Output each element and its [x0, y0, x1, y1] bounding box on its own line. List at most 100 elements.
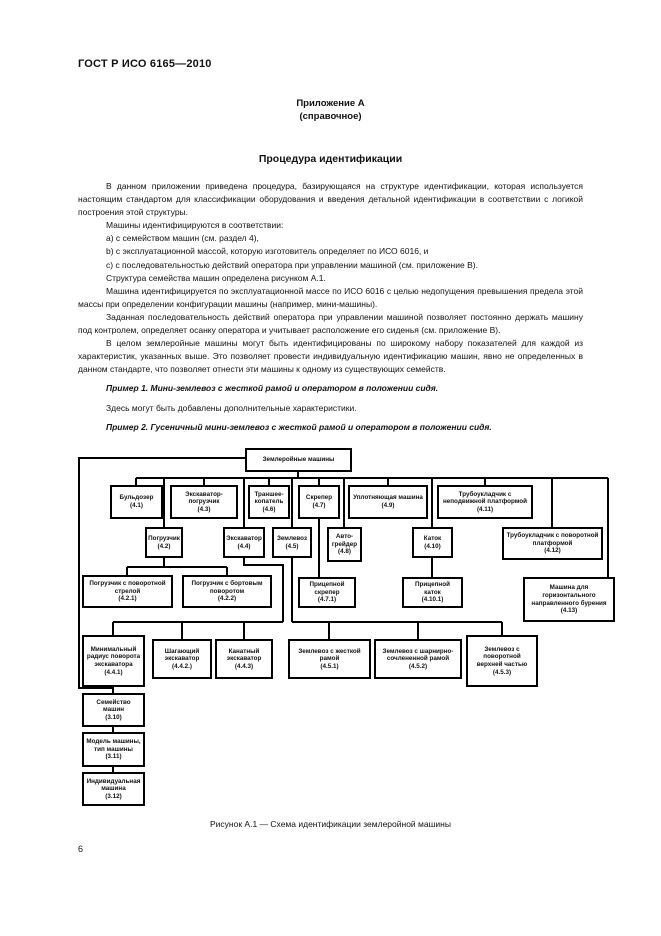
- diagram-node-4-2-2: Погрузчик с бортовым поворотом(4.2.2): [182, 575, 272, 608]
- diagram-node-4-8: Авто-грейдер(4.8): [327, 527, 362, 562]
- diagram-node-4-4-1: Минимальный радиус поворота экскаватора(…: [82, 635, 145, 687]
- section-title: Процедура идентификации: [258, 153, 403, 165]
- diagram-node-4-4: Экскаватор(4.4): [223, 527, 265, 558]
- diagram-node-label: Погрузчик с бортовым поворотом: [191, 580, 263, 595]
- diagram-node-label: Землевоз с жесткой рамой: [298, 647, 361, 663]
- diagram-node-label: Землевоз с поворотной верхней частью: [476, 645, 528, 668]
- diagram-node-label: Машина для горизонтального направленного…: [531, 584, 607, 607]
- diagram-node-3-10: Семейство машин(3.10): [82, 693, 145, 727]
- diagram-node-code: (4.7.1): [317, 596, 337, 604]
- diagram-node-label: Шагающий экскаватор: [164, 647, 200, 663]
- diagram-node-code: (4.6): [262, 505, 276, 513]
- document-header: ГОСТ Р ИСО 6165—2010: [78, 58, 212, 70]
- paragraph-families: В целом землеройные машины могут быть ид…: [78, 338, 583, 375]
- diagram-node-4-7: Скрепер(4.7): [298, 485, 340, 519]
- diagram-node-4-10-1: Прицепной каток(4.10.1): [402, 577, 463, 608]
- diagram-node-4-6: Траншее-копатель(4.6): [248, 485, 290, 519]
- paragraph-operator: Заданная последовательность действий опе…: [78, 311, 583, 336]
- paragraph-structure: Структура семейства машин определена рис…: [106, 272, 326, 283]
- diagram-node-code: (4.2.1): [118, 595, 137, 603]
- paragraph-intro: В данном приложении приведена процедура,…: [78, 181, 583, 218]
- diagram-node-code: (4.3): [197, 505, 211, 513]
- diagram-node-code: (4.13): [560, 607, 578, 615]
- diagram-node-label: Уплотняющая машина: [353, 494, 423, 502]
- diagram-node-label: Экскаватор: [226, 534, 262, 542]
- diagram-node-4-5: Землевоз(4.5): [272, 527, 312, 558]
- diagram-node-code: (4.2): [157, 542, 171, 550]
- figure-caption: Рисунок А.1 — Схема идентификации землер…: [210, 819, 451, 829]
- diagram-node-4-1: Бульдозер(4.1): [110, 485, 163, 519]
- diagram-node-root: Землеройные машины: [245, 448, 352, 472]
- diagram-node-4-2: Погрузчик(4.2): [145, 527, 183, 558]
- example-1: Пример 1. Мини-землевоз с жесткой рамой …: [106, 383, 439, 394]
- diagram-node-code: (4.4.2.): [172, 662, 192, 670]
- diagram-node-4-11: Трубоукладчик с неподвижной платформой(4…: [437, 485, 533, 519]
- diagram-node-code: (3.12): [105, 792, 122, 800]
- diagram-node-4-5-3: Землевоз с поворотной верхней частью(4.5…: [466, 635, 538, 687]
- diagram-node-label: Минимальный радиус поворота экскаватора: [86, 645, 141, 668]
- diagram-node-code: (4.8): [338, 548, 351, 556]
- diagram-node-label: Землеройные машины: [262, 456, 335, 464]
- diagram-node-4-4-2: Шагающий экскаватор(4.4.2.): [152, 639, 212, 679]
- diagram-node-code: (4.5.1): [320, 662, 339, 670]
- diagram-node-4-12: Трубоукладчик с поворотной платформой(4.…: [502, 527, 603, 560]
- diagram-node-label: Прицепной скрепер: [309, 581, 345, 596]
- diagram-node-label: Скрепер: [305, 494, 333, 502]
- diagram-node-label: Трубоукладчик с поворотной платформой: [506, 532, 599, 547]
- diagram-node-3-12: Индивидуальная машина(3.12): [82, 772, 145, 806]
- diagram-node-label: Экскаватор-погрузчик: [185, 490, 223, 506]
- diagram-node-label: Землевоз с шарнирно-сочлененной рамой: [382, 647, 454, 663]
- diagram-node-label: Индивидуальная машина: [86, 777, 141, 793]
- diagram-node-4-7-1: Прицепной скрепер(4.7.1): [298, 577, 356, 608]
- paragraph-additional: Здесь могут быть добавлены дополнительны…: [106, 402, 357, 413]
- diagram-node-code: (4.1): [130, 502, 143, 509]
- body-text: В данном приложении приведена процедура,…: [78, 180, 583, 440]
- diagram-node-label: Трубоукладчик с неподвижной платформой: [442, 490, 528, 506]
- diagram-node-4-10: Каток(4.10): [412, 527, 453, 558]
- diagram-node-code: (4.10.1): [421, 596, 444, 604]
- diagram-node-label: Прицепной каток: [415, 581, 450, 596]
- paragraph-ident-lead: Машины идентифицируются в соответствии:: [106, 220, 284, 231]
- diagram-node-code: (3.10): [105, 713, 122, 721]
- diagram-node-4-13: Машина для горизонтального направленного…: [523, 577, 615, 622]
- diagram-node-code: (4.11): [476, 505, 494, 513]
- diagram-node-label: Модель машины, тип машины: [86, 738, 141, 753]
- diagram-node-code: (4.10): [424, 542, 441, 550]
- diagram-node-code: (4.4.3): [234, 662, 254, 670]
- diagram-node-code: (4.4): [237, 542, 251, 550]
- diagram-node-4-5-2: Землевоз с шарнирно-сочлененной рамой(4.…: [374, 639, 462, 679]
- diagram-node-3-11: Модель машины, тип машины(3.11): [82, 732, 145, 767]
- diagram-node-code: (4.5.3): [492, 668, 512, 676]
- list-item-c: c) с последовательностью действий операт…: [106, 259, 478, 270]
- diagram-node-code: (4.2.2): [217, 595, 237, 603]
- diagram-node-label: Бульдозер: [119, 494, 154, 502]
- diagram-node-label: Погрузчик: [148, 534, 180, 542]
- diagram-node-label: Погрузчик с поворотной стрелой: [89, 580, 166, 595]
- diagram-node-label: Семейство машин: [96, 698, 131, 714]
- diagram-node-code: (4.5): [285, 542, 299, 550]
- example-2: Пример 2. Гусеничный мини-землевоз с жес…: [106, 421, 492, 432]
- diagram-node-4-9: Уплотняющая машина(4.9): [348, 485, 428, 519]
- diagram-node-4-4-3: Канатный экскаватор(4.4.3): [215, 639, 273, 679]
- list-item-a: a) с семейством машин (см. раздел 4),: [106, 233, 259, 244]
- diagram-node-label: Авто-грейдер: [331, 533, 358, 548]
- diagram-node-code: (4.9): [381, 502, 395, 509]
- diagram-node-code: (4.7): [312, 502, 326, 509]
- diagram-node-code: (4.12): [544, 547, 561, 555]
- diagram-node-code: (4.4.1): [104, 668, 123, 676]
- diagram-node-label: Траншее-копатель: [254, 490, 284, 506]
- diagram-node-label: Канатный экскаватор: [226, 647, 262, 663]
- diagram-node-label: Землевоз: [276, 534, 308, 542]
- diagram-node-code: (3.11): [105, 753, 122, 761]
- diagram-node-4-3: Экскаватор-погрузчик(4.3): [170, 485, 238, 519]
- appendix-sublabel: (справочное): [299, 111, 362, 122]
- appendix-label: Приложение А: [296, 98, 365, 109]
- page-number: 6: [78, 844, 84, 854]
- diagram-node-code: (4.5.2): [408, 662, 428, 670]
- diagram-node-4-2-1: Погрузчик с поворотной стрелой(4.2.1): [82, 575, 173, 608]
- diagram-node-4-5-1: Землевоз с жесткой рамой(4.5.1): [288, 639, 371, 679]
- diagram-node-label: Каток: [423, 534, 442, 542]
- paragraph-mass: Машина идентифицируется по эксплуатацион…: [78, 285, 583, 309]
